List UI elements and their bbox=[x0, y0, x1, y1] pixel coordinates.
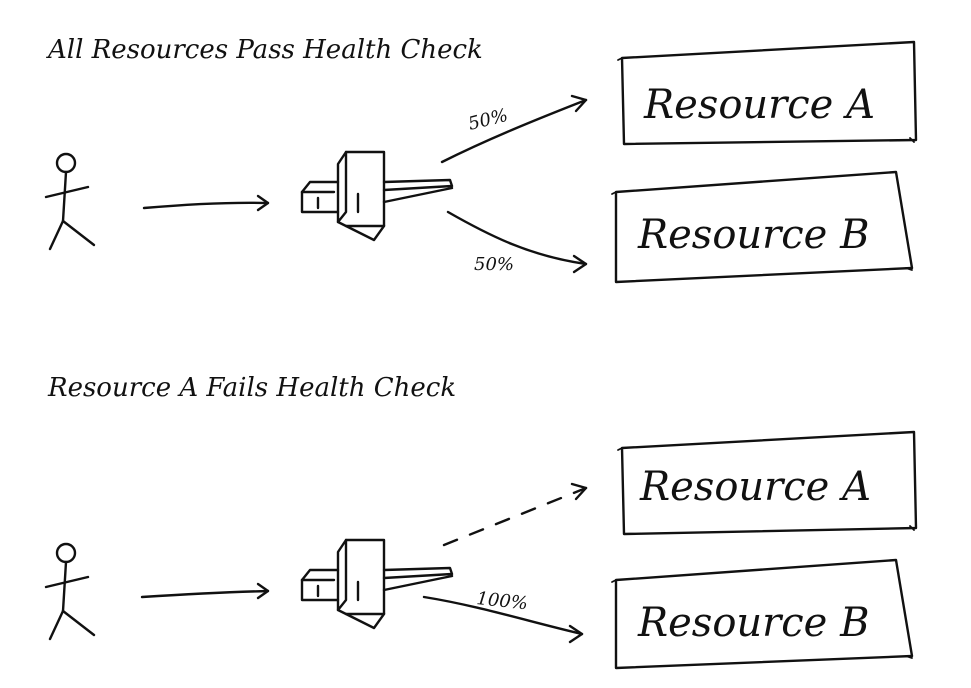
scenario-healthy-title: All Resources Pass Health Check bbox=[46, 35, 483, 65]
route-b-arrow-failover bbox=[422, 595, 584, 644]
user-stick-figure-icon bbox=[44, 152, 96, 251]
resource-a-label-failover: Resource A bbox=[639, 464, 871, 510]
route-b-arrow bbox=[446, 210, 588, 274]
resource-b-label: Resource B bbox=[637, 212, 869, 258]
user-stick-figure-icon-failover bbox=[44, 542, 96, 641]
load-balancer-icon-failover bbox=[300, 538, 454, 630]
scenario-healthy: All Resources Pass Health Check 50% 50% … bbox=[44, 35, 918, 284]
route-b-percent: 50% bbox=[474, 254, 514, 275]
route-a-percent: 50% bbox=[466, 105, 510, 135]
resource-a-box: Resource A bbox=[617, 40, 918, 146]
load-balancer-icon bbox=[300, 150, 454, 242]
resource-b-box-failover: Resource B bbox=[611, 558, 914, 670]
route-a-dashed-arrow bbox=[442, 482, 588, 547]
scenario-failover-title: Resource A Fails Health Check bbox=[47, 373, 456, 403]
resource-b-box: Resource B bbox=[611, 170, 914, 284]
user-to-lb-arrow-failover bbox=[140, 582, 270, 600]
resource-a-box-failover: Resource A bbox=[617, 430, 918, 536]
scenario-failover: Resource A Fails Health Check 100% Resou… bbox=[44, 373, 918, 670]
resource-a-label: Resource A bbox=[643, 82, 875, 128]
route-a-arrow bbox=[440, 94, 588, 164]
resource-b-label-failover: Resource B bbox=[637, 600, 869, 646]
user-to-lb-arrow bbox=[142, 194, 270, 212]
